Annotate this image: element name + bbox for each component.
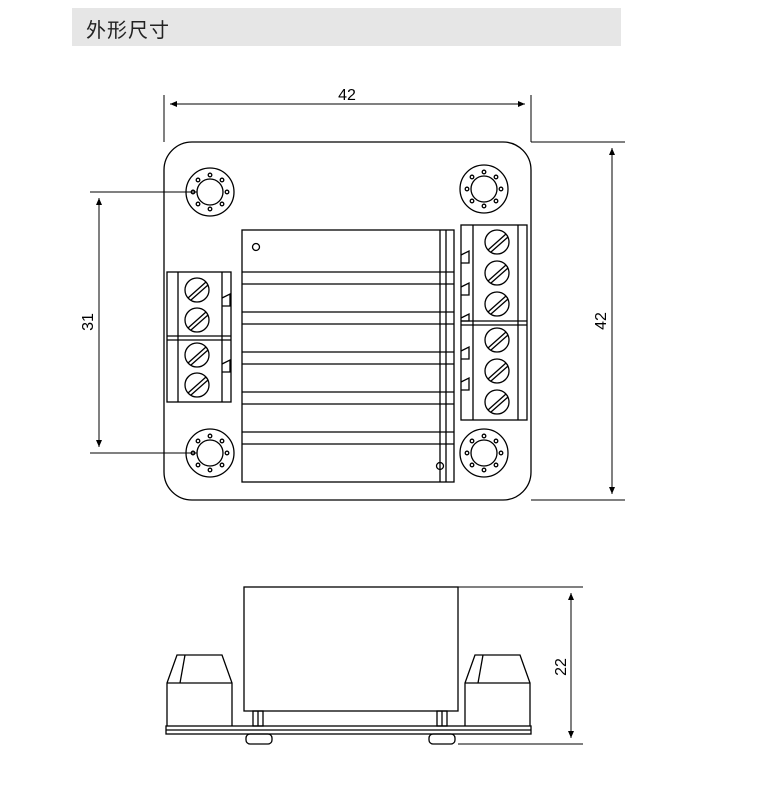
dimension-hole-spacing-label: 31: [80, 313, 97, 331]
dimension-width-label: 42: [338, 87, 356, 104]
dimension-lines-side: [458, 586, 583, 745]
side-left-terminal: [166, 654, 233, 726]
side-view: [165, 586, 532, 745]
side-legs: [252, 710, 448, 727]
left-terminal-block: [166, 271, 232, 403]
base-plate-outline: [163, 141, 532, 501]
mounting-hole-bottom-left: [185, 428, 235, 478]
dimension-side-height-label: 22: [553, 658, 570, 676]
mounting-hole-bottom-right: [459, 428, 509, 478]
section-header: 外形尺寸: [72, 8, 621, 46]
dimension-height-label: 42: [593, 312, 610, 330]
module-body: [241, 229, 455, 483]
right-terminal-block: [460, 224, 528, 421]
side-right-terminal: [464, 654, 531, 726]
side-bottom-pins: [245, 733, 456, 745]
mounting-hole-top-right: [459, 164, 509, 214]
dimension-lines-top: [90, 95, 625, 501]
top-view: [163, 141, 532, 501]
side-module-body: [243, 586, 459, 712]
section-title: 外形尺寸: [86, 18, 170, 42]
